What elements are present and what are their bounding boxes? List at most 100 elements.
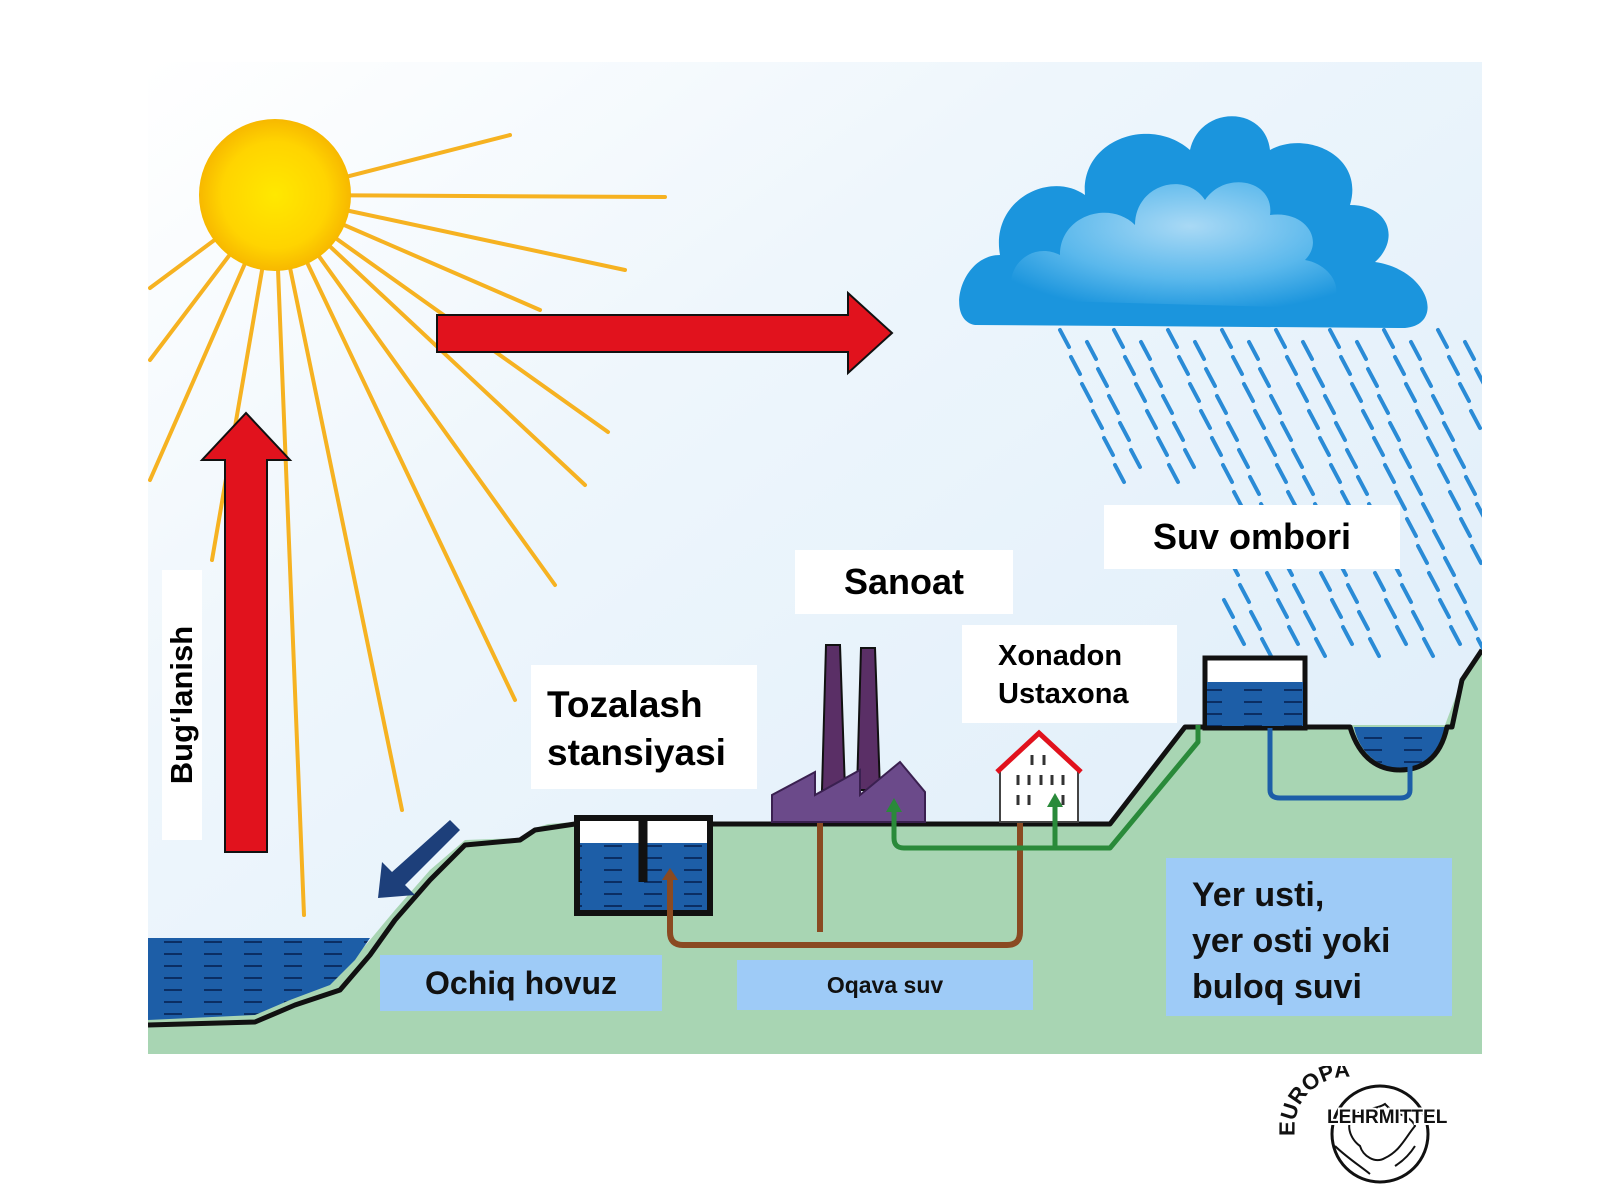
ground-outline bbox=[148, 648, 1482, 1028]
rain-drop bbox=[1447, 355, 1460, 376]
wastewater-pipe bbox=[662, 810, 1023, 948]
rain-drop bbox=[1458, 382, 1471, 403]
rain-drop bbox=[1474, 367, 1482, 385]
rain-drop bbox=[1314, 637, 1327, 658]
rain-drop bbox=[1442, 421, 1455, 442]
supply-pipe bbox=[886, 725, 1201, 851]
rain-drop bbox=[1238, 583, 1251, 604]
rain-drop bbox=[1285, 355, 1298, 376]
industry-label: Sanoat bbox=[795, 550, 1013, 614]
rain-drop bbox=[1280, 421, 1293, 442]
rain-drop bbox=[1372, 436, 1385, 457]
rain-drop bbox=[1409, 340, 1422, 361]
rain-drop bbox=[1222, 598, 1235, 619]
rain-drop bbox=[1323, 394, 1336, 415]
rain-drop bbox=[1302, 475, 1315, 496]
rain-drop bbox=[1459, 517, 1472, 538]
rain-drop bbox=[1199, 409, 1212, 430]
ground-label-line2: yer osti yoki bbox=[1192, 922, 1391, 960]
ground-label-line1: Yer usti, bbox=[1192, 876, 1325, 914]
rain-drop bbox=[1258, 367, 1271, 388]
rain-drop bbox=[1469, 409, 1482, 430]
rain-drop bbox=[1193, 340, 1206, 361]
rain-drop bbox=[1276, 598, 1289, 619]
water-tank-icon bbox=[1202, 655, 1308, 731]
rain-drop bbox=[1341, 625, 1354, 646]
rain-drop bbox=[1102, 436, 1115, 457]
rain-drop bbox=[1237, 448, 1250, 469]
rain-drop bbox=[1421, 502, 1434, 523]
rain-drop bbox=[1334, 421, 1347, 442]
rain-drop bbox=[1410, 475, 1423, 496]
rain-drop bbox=[1476, 637, 1482, 651]
lake-water bbox=[1354, 727, 1446, 768]
rain-drop bbox=[1085, 340, 1098, 361]
evaporation-label-text: Bug‘lanish bbox=[164, 625, 199, 785]
rain-drop bbox=[1318, 436, 1331, 457]
rain-drop bbox=[1134, 382, 1147, 403]
rain-drop bbox=[1107, 394, 1120, 415]
rain-drop bbox=[1183, 448, 1196, 469]
rain-drop bbox=[1395, 625, 1408, 646]
rain-drop bbox=[1247, 340, 1260, 361]
rain-drop bbox=[1242, 382, 1255, 403]
rain-drop bbox=[1427, 571, 1440, 592]
rain-drop bbox=[1113, 463, 1126, 484]
rain-drop bbox=[1437, 463, 1450, 484]
runoff-arrow bbox=[378, 820, 460, 898]
rain-drop bbox=[1319, 571, 1332, 592]
rain-drop bbox=[1177, 355, 1190, 376]
rain-drop bbox=[1248, 475, 1261, 496]
rain-drop bbox=[1233, 625, 1246, 646]
rain-drop bbox=[1112, 328, 1125, 349]
rain-drop bbox=[1139, 340, 1152, 361]
household-label-line2: Ustaxona bbox=[998, 678, 1129, 710]
rain-drop bbox=[1096, 367, 1109, 388]
rain-drop bbox=[1465, 610, 1478, 631]
rain-drop bbox=[1330, 598, 1343, 619]
rain-drop bbox=[1384, 598, 1397, 619]
rain-drop bbox=[1069, 355, 1082, 376]
rain-drop bbox=[1166, 328, 1179, 349]
rain-drop bbox=[1303, 610, 1316, 631]
rain-drop bbox=[1394, 490, 1407, 511]
rain-drop bbox=[1265, 571, 1278, 592]
rain-drop bbox=[1226, 421, 1239, 442]
rain-drop bbox=[1172, 421, 1185, 442]
rain-drop bbox=[1383, 463, 1396, 484]
rain-drop bbox=[1361, 409, 1374, 430]
rain-drop bbox=[1188, 382, 1201, 403]
rain-drop bbox=[1215, 394, 1228, 415]
rain-drop bbox=[1307, 409, 1320, 430]
treatment-label-line1: Tozalash bbox=[547, 684, 703, 725]
rain-drop bbox=[1329, 463, 1342, 484]
rain-drop bbox=[1249, 610, 1262, 631]
rain-drop bbox=[1357, 610, 1370, 631]
rain-drop bbox=[1399, 448, 1412, 469]
rain-drop bbox=[1448, 490, 1461, 511]
rain-drop bbox=[1432, 529, 1445, 550]
reservoir-label: Suv ombori bbox=[1104, 505, 1400, 569]
open-pond-water bbox=[148, 938, 370, 1020]
evaporation-label: Bug‘lanish bbox=[162, 570, 202, 840]
rain-drop bbox=[1470, 544, 1482, 565]
rain-drop bbox=[1368, 637, 1381, 658]
rain-drop bbox=[1355, 340, 1368, 361]
rain-drop bbox=[1291, 448, 1304, 469]
rain-drop bbox=[1301, 340, 1314, 361]
rain-drop bbox=[1443, 556, 1456, 577]
ground bbox=[148, 650, 1482, 1054]
rain-drop bbox=[1231, 355, 1244, 376]
rain-drop bbox=[1464, 475, 1477, 496]
rain-drop bbox=[1411, 610, 1424, 631]
rain-drop bbox=[1438, 598, 1451, 619]
rain-drop bbox=[1123, 355, 1136, 376]
rain-drop bbox=[1204, 367, 1217, 388]
rain-drop bbox=[1210, 436, 1223, 457]
rain-drop bbox=[1091, 409, 1104, 430]
cloud-icon bbox=[959, 116, 1428, 328]
logo-side-text: LEHRMITTEL bbox=[1327, 1107, 1448, 1128]
rain-drop bbox=[1275, 463, 1288, 484]
rain-drop bbox=[1339, 355, 1352, 376]
rain-drop bbox=[1161, 394, 1174, 415]
